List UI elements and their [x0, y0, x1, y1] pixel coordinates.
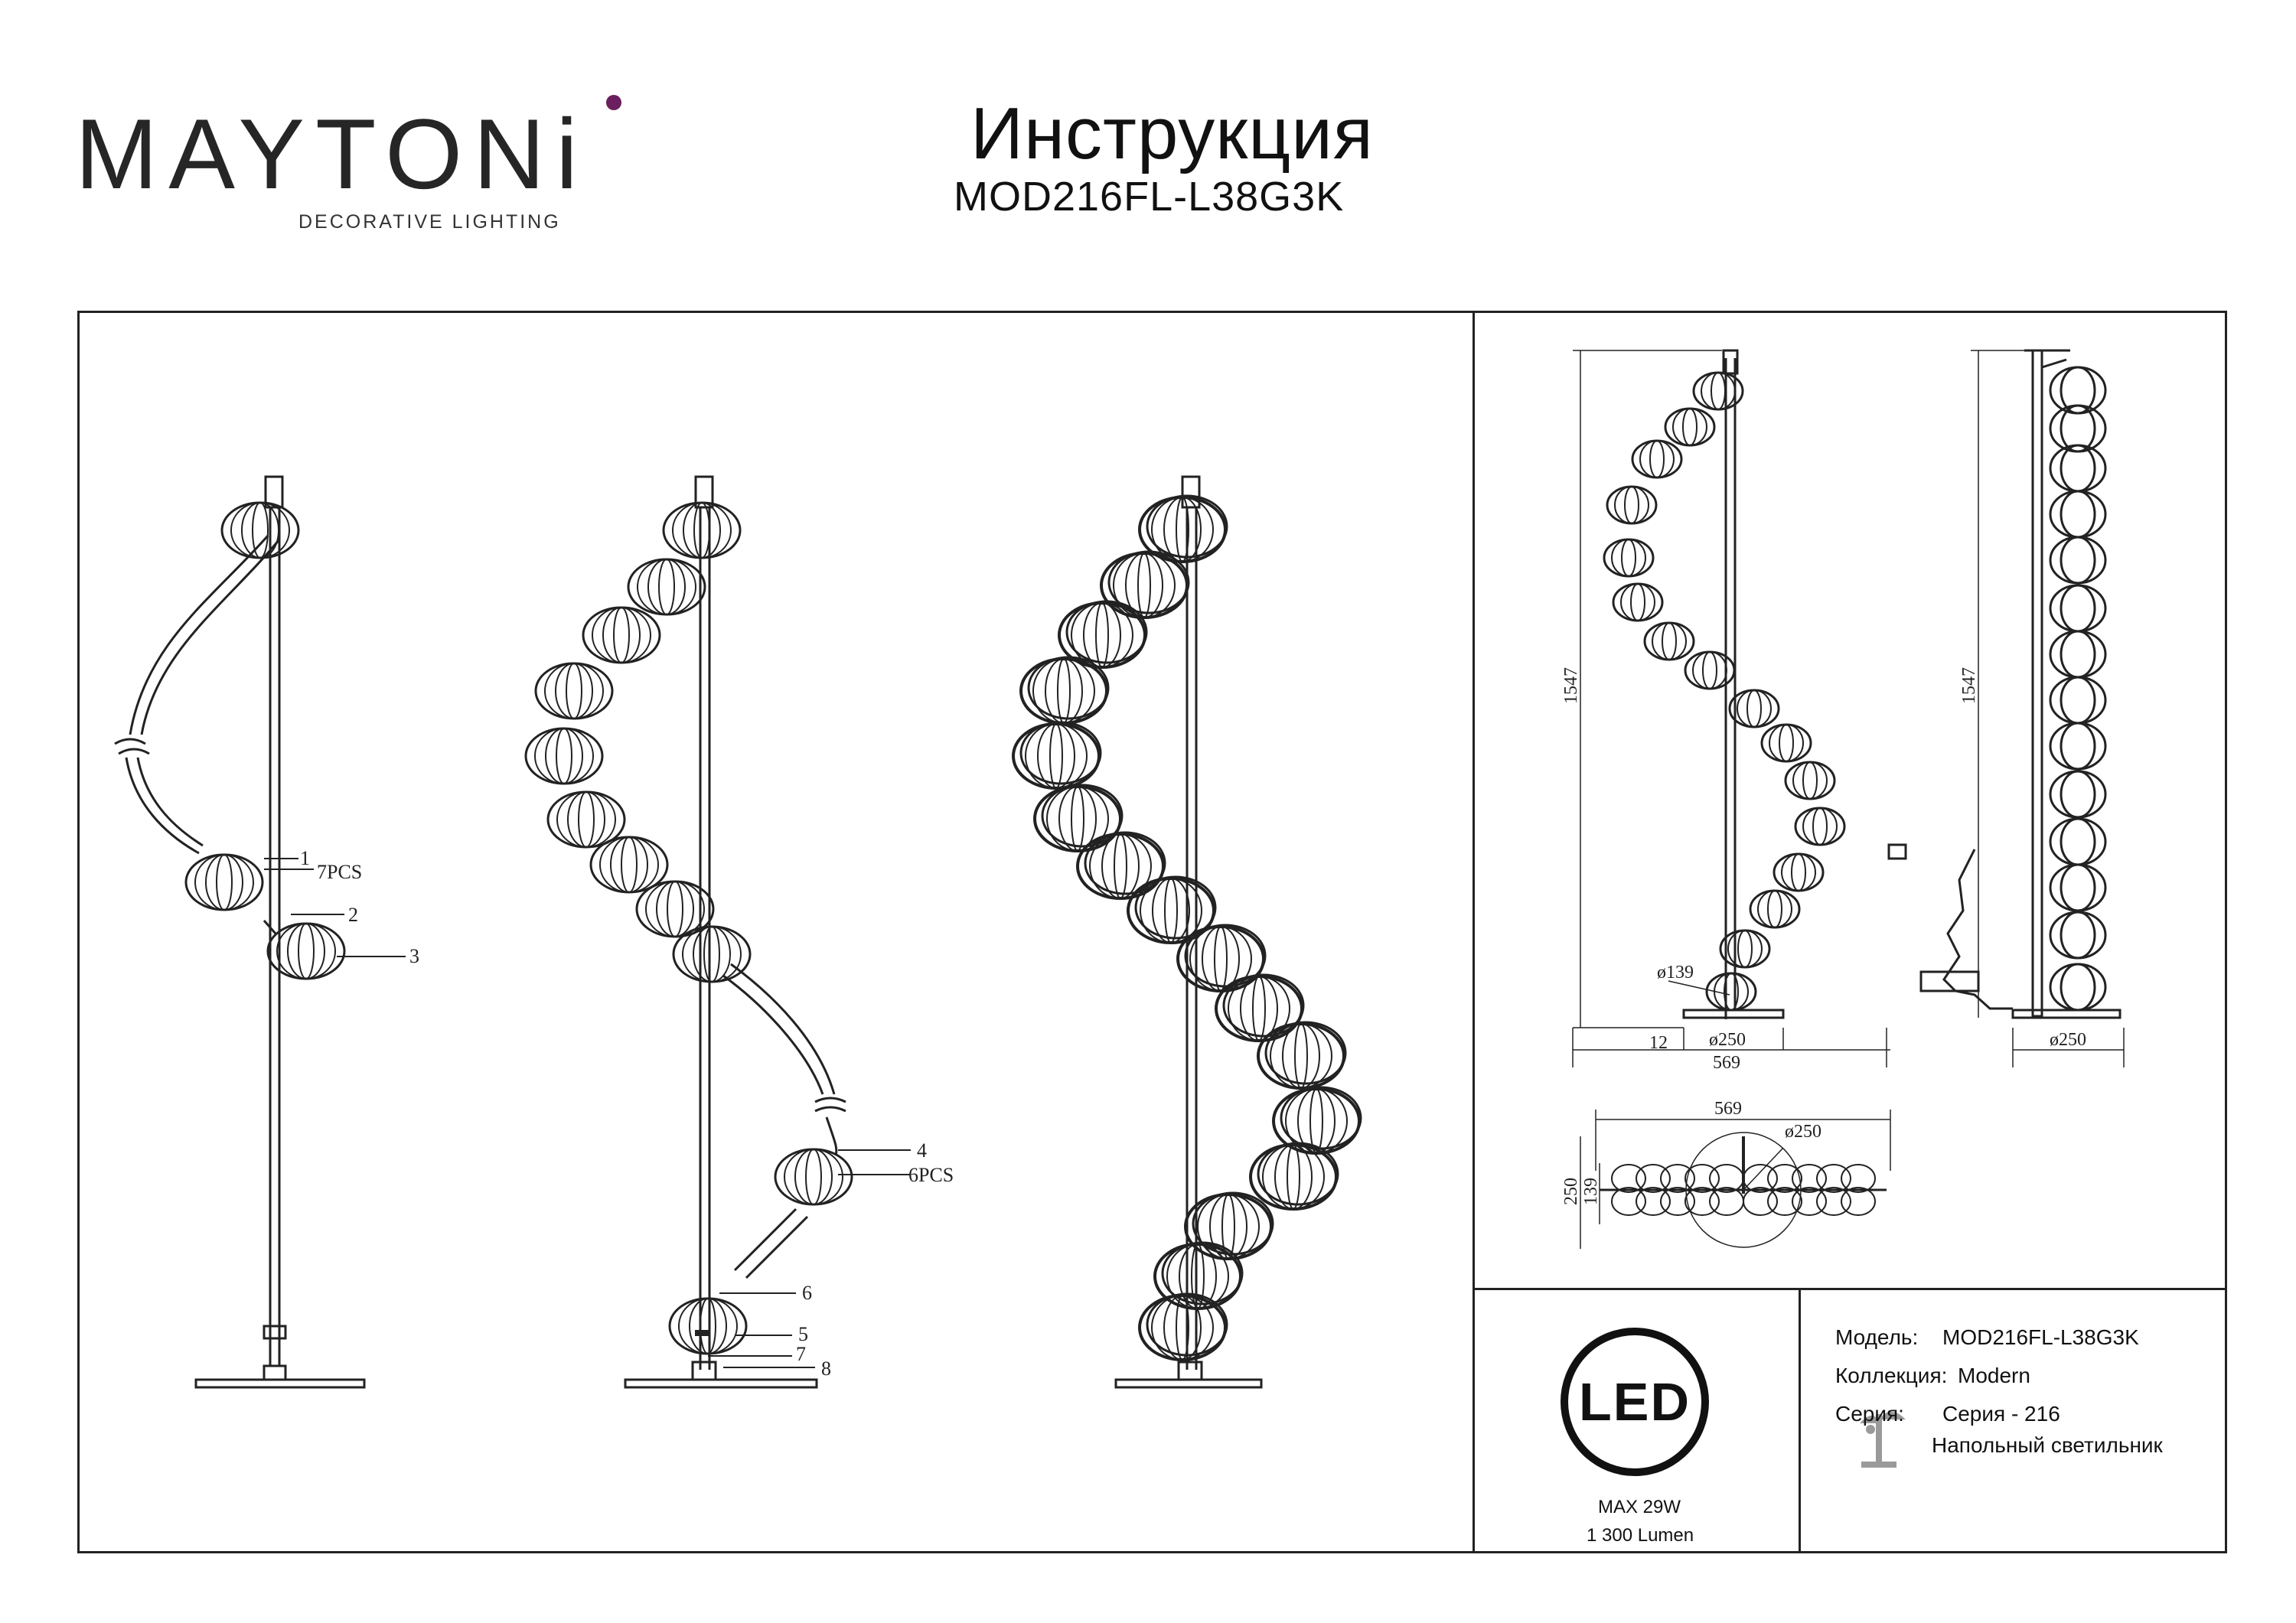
drawing-frame	[77, 311, 2227, 1553]
series-label: Серия:	[1835, 1402, 1904, 1426]
part-label-2: 2	[348, 904, 358, 926]
series-value: Серия - 216	[1942, 1402, 2060, 1426]
dim-base-thickness: 12	[1649, 1033, 1668, 1053]
dim-width-top: 569	[1714, 1099, 1742, 1119]
header-model: MOD216FL-L38G3K	[954, 174, 1345, 220]
dim-height-front: 1547	[1959, 667, 1979, 704]
led-label: LED	[1579, 1372, 1691, 1432]
info-divider	[1799, 1288, 1801, 1553]
page-title: Инструкция	[970, 93, 1374, 174]
led-badge: LED	[1561, 1328, 1709, 1476]
part-label-6: 6	[802, 1282, 812, 1304]
part-label-7: 7	[796, 1343, 806, 1365]
part-label-3: 3	[409, 945, 419, 967]
drawing-assembled	[1012, 475, 1362, 1389]
frame-divider-horizontal	[1473, 1288, 2227, 1290]
dim-width-side: 569	[1713, 1053, 1740, 1073]
model-label: Модель:	[1835, 1325, 1919, 1349]
lumen-spec: 1 300 Lumen	[1587, 1525, 1694, 1546]
drawing-top-view	[1580, 1110, 1891, 1249]
drawing-front-view	[1887, 349, 2125, 1067]
dim-base-diameter-front: ø250	[2050, 1030, 2086, 1050]
brand-logo: MAYTONi DECORATIVE LIGHTING	[75, 95, 621, 233]
model-value: MOD216FL-L38G3K	[1942, 1325, 2139, 1349]
dim-ball-top: 139	[1581, 1178, 1601, 1205]
collection-label: Коллекция:	[1835, 1364, 1948, 1387]
collection-value: Modern	[1958, 1364, 2030, 1387]
part-label-6pcs: 6PCS	[908, 1164, 954, 1186]
part-label-5: 5	[798, 1323, 808, 1345]
product-type: Напольный светильник	[1932, 1433, 2163, 1457]
part-label-1: 1	[300, 847, 310, 869]
dim-height-side: 1547	[1561, 667, 1581, 704]
dim-depth-top: 250	[1561, 1178, 1581, 1205]
drawing-exploded-2	[524, 475, 911, 1389]
power-spec: MAX 29W	[1598, 1497, 1681, 1517]
part-label-4: 4	[917, 1139, 927, 1162]
dim-base-diameter-top: ø250	[1785, 1122, 1821, 1142]
brand-tagline: DECORATIVE LIGHTING	[298, 211, 561, 233]
dim-base-diameter-side: ø250	[1709, 1030, 1746, 1050]
part-label-8: 8	[821, 1357, 831, 1380]
brand-name: MAYTONi	[75, 95, 621, 204]
dim-ball-diameter: ø139	[1657, 963, 1694, 983]
drawing-side-view	[1572, 349, 1890, 1067]
part-label-7pcs: 7PCS	[317, 861, 362, 883]
drawing-exploded-1	[114, 475, 406, 1389]
brand-accent-dot	[606, 95, 621, 110]
floor-lamp-icon	[1860, 1412, 1906, 1468]
frame-divider-vertical	[1473, 311, 1475, 1553]
